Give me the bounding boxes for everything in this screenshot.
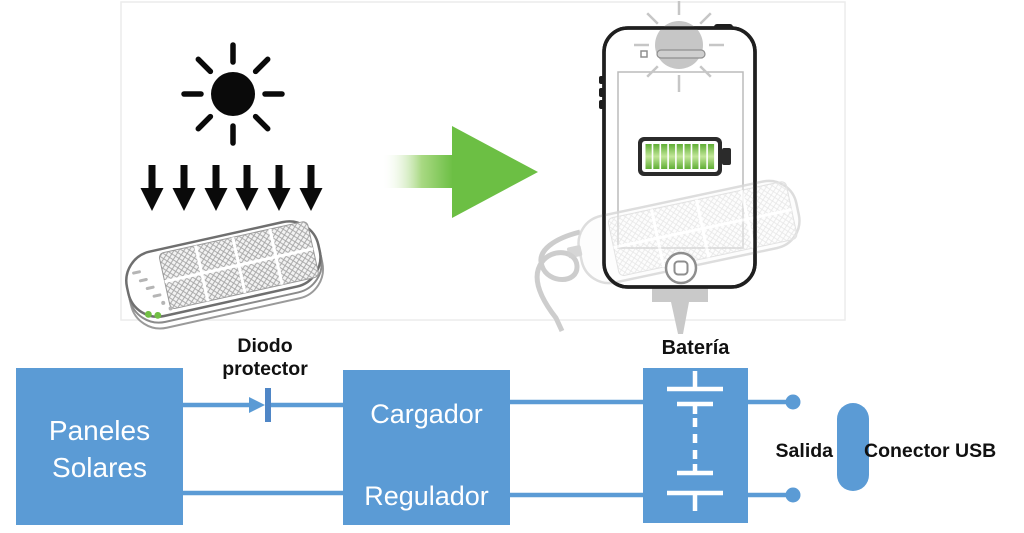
- panels-label-line1: Paneles: [48, 415, 151, 446]
- panels-label-line2: Solares: [52, 452, 147, 483]
- diode-label-line1: Diodo: [237, 335, 293, 357]
- regulator-label: Regulador: [364, 481, 489, 511]
- charger-block: [343, 370, 510, 525]
- output-label: Salida: [775, 440, 833, 462]
- battery-label: Batería: [661, 337, 730, 359]
- phone-outline: [602, 26, 757, 289]
- output-terminal-top: [785, 394, 801, 410]
- panels-block-label: Paneles Solares: [16, 412, 183, 486]
- usb-connector-shape: [837, 403, 869, 491]
- solar-charger-icon: [125, 220, 324, 330]
- usb-connector-label: Conector USB: [864, 440, 997, 462]
- diode-symbol: [249, 388, 271, 422]
- sun-icon: [181, 42, 285, 146]
- diode-label: Diodo protector: [195, 335, 335, 381]
- output-terminal-bottom: [785, 487, 801, 503]
- diagram-wires: [183, 399, 786, 498]
- dock-connector-icon: [652, 286, 708, 334]
- panels-block: [16, 368, 183, 525]
- diode-label-line2: protector: [222, 358, 308, 380]
- battery-symbol: [667, 371, 723, 511]
- phone-speaker-icon: [640, 49, 706, 59]
- battery-level-icon: [638, 137, 731, 176]
- usb-cable-icon: [534, 229, 581, 333]
- charger-label: Cargador: [370, 399, 483, 429]
- down-arrows-icon: [140, 165, 323, 211]
- ghost-charger-icon: [566, 179, 801, 285]
- home-button-icon: [664, 251, 698, 285]
- right-arrow-icon: [383, 126, 538, 218]
- illustration-frame: [120, 1, 846, 321]
